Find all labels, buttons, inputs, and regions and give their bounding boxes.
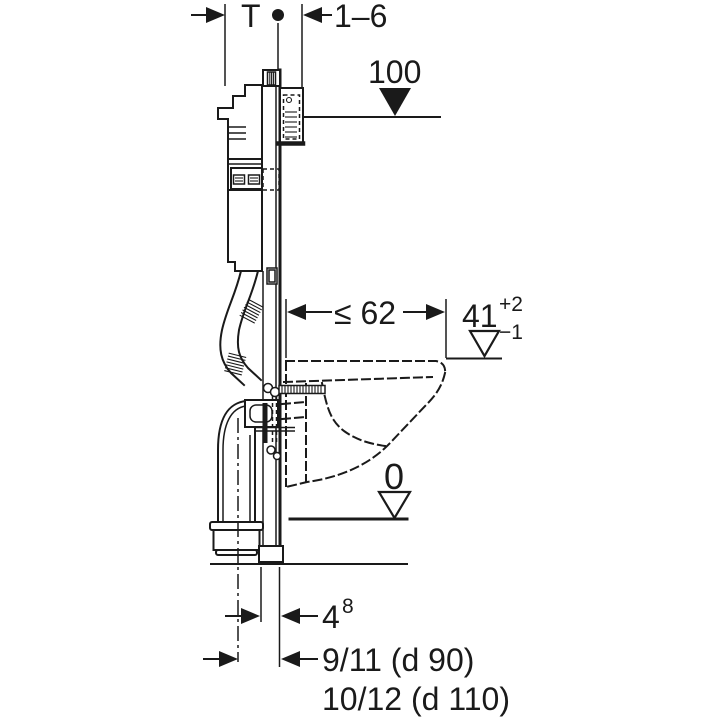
dimension-outlet-offset: 4 8 xyxy=(225,567,354,667)
dimension-bowl-projection: ≤ 62 xyxy=(285,295,447,358)
outlet-offset-superscript: 8 xyxy=(342,595,354,618)
frame-foot xyxy=(258,545,284,563)
toilet-bowl-outline xyxy=(280,360,447,489)
frame-rail-top-insert xyxy=(262,69,281,87)
dimension-depth: T xyxy=(191,0,261,86)
finished-wall-label: 1–6 xyxy=(334,0,387,34)
threaded-fixing-rod xyxy=(278,384,326,395)
drain-socket xyxy=(209,521,264,556)
dimension-finished-wall: 1–6 xyxy=(301,0,387,88)
frame-rail-clip xyxy=(266,267,278,285)
flush-actuator-box xyxy=(275,87,306,146)
outlet-height-d110-label: 10/12 (d 110) xyxy=(322,681,510,717)
cistern xyxy=(217,84,280,272)
depth-label: T xyxy=(241,0,261,34)
datum-point xyxy=(272,9,284,69)
arrowhead-left-icon xyxy=(287,304,306,320)
arrowhead-right-icon xyxy=(426,304,445,320)
datum-dot-icon xyxy=(272,9,284,21)
flush-pipe-corrugation-upper xyxy=(239,298,264,324)
level-triangle-filled-icon xyxy=(379,88,411,116)
arrowhead-left-icon xyxy=(281,608,300,624)
level-marker-0: 0 xyxy=(377,456,412,521)
arrowhead-left-icon xyxy=(303,7,322,23)
actuator-level-label: 100 xyxy=(368,54,421,90)
level-triangle-open-icon xyxy=(468,329,501,359)
cistern-service-bracket xyxy=(230,167,263,190)
outlet-connector xyxy=(244,396,282,461)
bowl-projection-label: ≤ 62 xyxy=(334,295,396,331)
arrowhead-right-icon xyxy=(241,608,260,624)
level-marker-41: 41 +2 −1 xyxy=(446,293,523,360)
arrowhead-right-icon xyxy=(219,651,238,667)
floor-level-label: 0 xyxy=(384,456,404,497)
drain-bend xyxy=(217,399,256,523)
level-marker-100: 100 xyxy=(303,54,441,118)
arrowhead-right-icon xyxy=(206,7,225,23)
flush-pipe-corrugation-lower xyxy=(224,352,247,376)
dimension-outlet-height: 9/11 (d 90) 10/12 (d 110) xyxy=(203,642,510,717)
fill-valve-ribs xyxy=(228,126,246,140)
cistern-hidden-bracket xyxy=(262,168,280,191)
outlet-height-d90-label: 9/11 (d 90) xyxy=(322,642,474,678)
level-triangle-open-icon xyxy=(377,490,412,521)
outlet-offset-value: 4 xyxy=(322,599,340,635)
bowl-rim-level-value: 41 xyxy=(462,298,498,334)
flush-pipe xyxy=(219,269,264,387)
lower-fixing-rod xyxy=(254,426,295,432)
bowl-rim-tolerance-plus: +2 xyxy=(499,293,523,316)
arrowhead-left-icon xyxy=(281,651,300,667)
bowl-rim-tolerance-minus: −1 xyxy=(499,321,523,344)
